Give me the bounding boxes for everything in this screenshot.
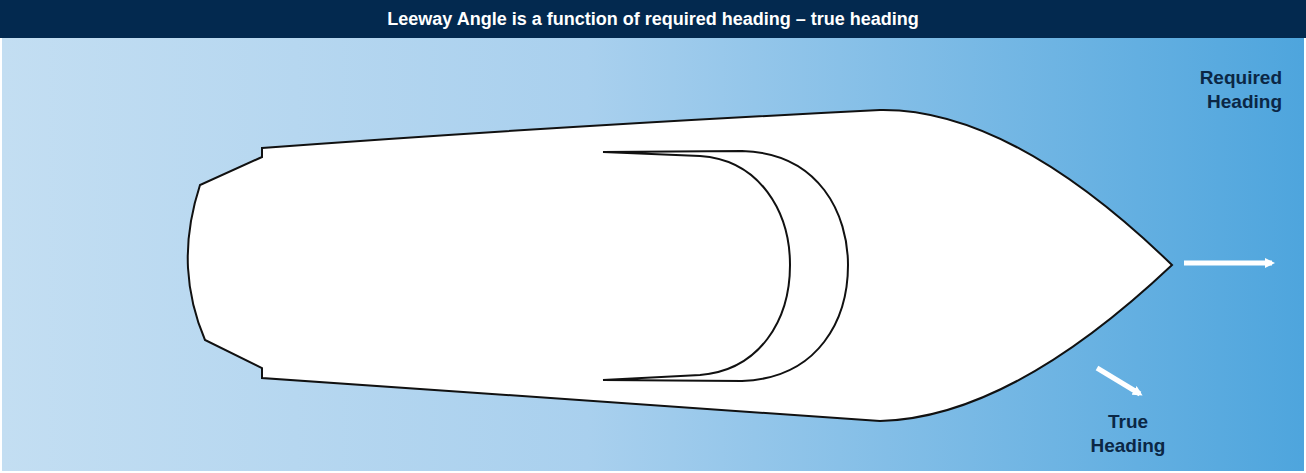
boat-hull	[188, 110, 1172, 421]
heading-label: Required Heading	[1178, 66, 1282, 114]
windshield	[603, 151, 848, 381]
heading-label: True Heading	[1080, 410, 1176, 458]
required-heading-arrow	[1184, 261, 1272, 266]
true-heading-arrow	[1097, 368, 1140, 394]
diagram-title: Leeway Angle is a function of required h…	[0, 0, 1306, 38]
